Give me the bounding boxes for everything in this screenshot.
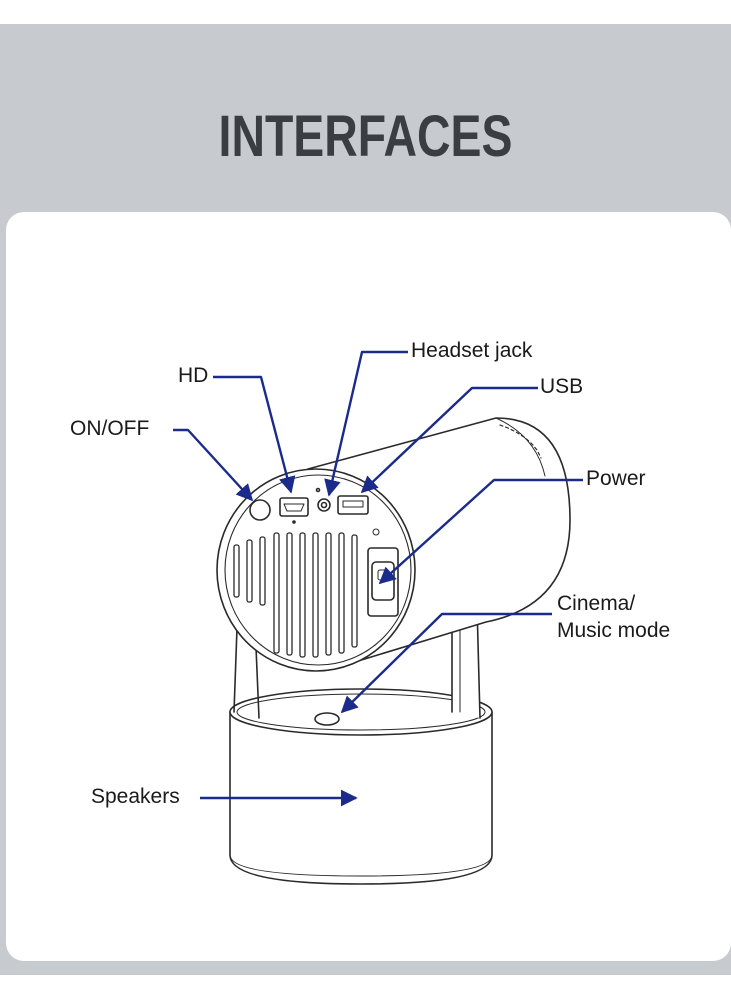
cinema-music-mode-button — [314, 712, 340, 726]
pointer-headset-jack — [324, 350, 408, 497]
vent-grille — [233, 532, 358, 658]
label-cinema: Cinema/ — [557, 592, 636, 615]
on-off-button — [249, 499, 271, 521]
label-hd: HD — [178, 364, 209, 387]
label-music-mode: Music mode — [557, 619, 671, 642]
pointer-power — [378, 478, 583, 585]
label-power: Power — [586, 467, 646, 490]
page-title: INTERFACES — [218, 104, 513, 169]
pointer-on-off — [173, 428, 254, 502]
pointer-usb — [360, 386, 538, 494]
label-on-off: ON/OFF — [70, 417, 150, 440]
headset-jack-port — [315, 487, 331, 512]
label-headset-jack: Headset jack — [411, 339, 533, 362]
pointer-cinema-music-mode — [340, 612, 552, 714]
speaker-base — [229, 688, 493, 885]
pointer-hd — [213, 375, 296, 494]
label-usb: USB — [540, 375, 584, 398]
label-speakers: Speakers — [91, 785, 180, 808]
hd-port — [279, 497, 309, 524]
usb-port — [337, 495, 369, 515]
rear-panel — [216, 468, 416, 672]
